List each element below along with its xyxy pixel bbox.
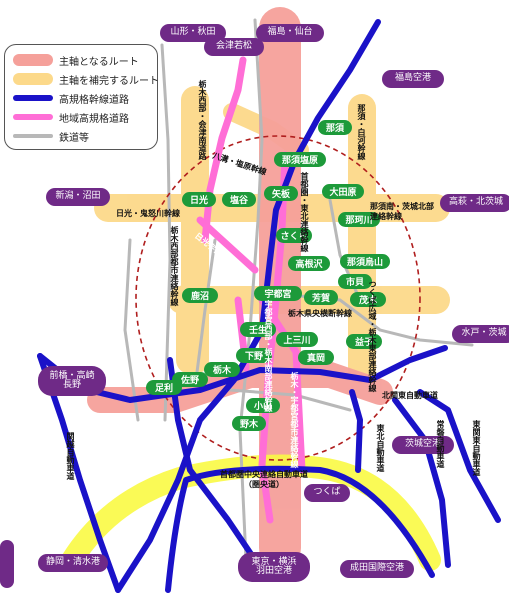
destination-fukushima-airport: 福島空港 bbox=[382, 70, 444, 88]
destination-aizu-wakamatsu: 会津若松 bbox=[204, 38, 264, 56]
road-label-tohoku-expwy: 東北自動車道 bbox=[376, 424, 385, 472]
city-kaminokawa: 上三川 bbox=[276, 332, 318, 347]
city-nakagawa: 那珂川 bbox=[338, 212, 380, 227]
railway-tohoku-line bbox=[238, 18, 264, 562]
city-takanezawa: 高根沢 bbox=[288, 256, 330, 271]
city-otawara: 大田原 bbox=[322, 184, 364, 199]
legend-swatch-main bbox=[13, 54, 53, 66]
legend-swatch-regional bbox=[13, 114, 53, 120]
destination-niigata-numata: 新潟・沼田 bbox=[46, 188, 110, 206]
legend-row-railway: 鉄道等 bbox=[13, 127, 89, 145]
legend-label-supplement: 主軸を補完するルート bbox=[59, 75, 159, 87]
road-label-shuto-tohoku: 首都圏・東北連絡幹線 bbox=[300, 172, 309, 252]
regional-road-utsunomiya-south bbox=[258, 296, 306, 474]
legend-swatch-railway bbox=[13, 134, 53, 138]
city-haga: 芳賀 bbox=[304, 290, 338, 305]
destination-tokyo-yokohama-haneda: 東京・横浜 羽田空港 bbox=[238, 552, 310, 582]
higashi-kanto-expressway bbox=[417, 389, 501, 523]
city-nikko: 日光 bbox=[182, 192, 216, 207]
tohoku-link-road bbox=[349, 389, 363, 473]
map-legend: 主軸となるルート 主軸を補完するルート 高規格幹線道路 地域高規格道路 鉄道等 bbox=[4, 44, 159, 150]
legend-label-regional: 地域高規格道路 bbox=[59, 113, 129, 125]
road-label-nasu-shirakawa: 那須・白河幹線 bbox=[357, 104, 366, 160]
road-label-higashi-kanto-expwy: 東関東自動車道 bbox=[472, 420, 481, 476]
legend-row-main: 主軸となるルート bbox=[13, 51, 139, 69]
destination-mito-ibaraki: 水戸・茨城 bbox=[452, 325, 509, 343]
city-mibu: 壬生 bbox=[240, 322, 276, 337]
legend-swatch-highway bbox=[13, 95, 53, 101]
road-label-ken-o-do: 首都圏中央連絡自動車道 （圏央道） bbox=[220, 470, 308, 490]
railway-ryomo-west bbox=[123, 238, 140, 422]
road-label-kanetsu-expwy: 関越自動車道 bbox=[66, 432, 75, 480]
city-yaita: 矢板 bbox=[264, 186, 298, 201]
city-shimotsuke: 下野 bbox=[236, 348, 272, 363]
road-label-utsunomiya-nishi: 宇都宮西部・栃木南部連絡幹線 bbox=[264, 300, 273, 412]
road-label-joban-expwy: 常磐自動車道 bbox=[436, 420, 445, 468]
city-shioya: 塩谷 bbox=[222, 192, 256, 207]
destination-yamagata-akita: 山形・秋田 bbox=[160, 24, 226, 42]
destination-tsukuba: つくば bbox=[304, 484, 350, 502]
city-utsunomiya: 宇都宮 bbox=[254, 286, 302, 301]
destination-ibaraki-airport: 茨城空港 bbox=[392, 436, 454, 454]
legend-row-supplement: 主軸を補完するルート bbox=[13, 70, 159, 88]
destination-maebashi-takasaki-nagano: 前橋・高崎 長野 bbox=[38, 366, 106, 396]
railway-tobu-kinugawa bbox=[160, 43, 172, 422]
city-mashiko: 益子 bbox=[346, 334, 382, 349]
legend-label-highway: 高規格幹線道路 bbox=[59, 94, 129, 106]
legend-label-railway: 鉄道等 bbox=[59, 132, 89, 144]
city-moka: 真岡 bbox=[298, 350, 334, 365]
road-label-shuto-utsunomiya: 栃木・宇都宮都市連絡幹線 bbox=[290, 372, 299, 468]
road-label-toto-aizu: 栃木西部・会津南道路 bbox=[198, 80, 207, 160]
edge-tab bbox=[0, 540, 14, 588]
road-label-nasuminami-ibaraki: 那須南・茨城北部 連絡幹線 bbox=[370, 202, 434, 221]
ken-o-do-expressway bbox=[165, 465, 435, 593]
destination-narita-airport: 成田国際空港 bbox=[340, 560, 414, 578]
city-nasushiobara: 那須塩原 bbox=[274, 152, 326, 167]
city-motegi: 茂木 bbox=[350, 292, 386, 307]
city-kanuma: 鹿沼 bbox=[182, 288, 218, 303]
regional-road-nikko-utsunomiya bbox=[196, 216, 259, 274]
city-tochigi: 栃木 bbox=[204, 362, 240, 377]
railway-nikko-line bbox=[194, 238, 217, 382]
road-label-nikko-kinugawa: 日光・鬼怒川幹線 bbox=[116, 209, 180, 218]
joban-expressway bbox=[392, 397, 451, 568]
legend-row-regional: 地域高規格道路 bbox=[13, 108, 129, 126]
city-ashikaga: 足利 bbox=[146, 380, 182, 395]
road-label-kitakanto-expwy: 北関東自動車道 bbox=[382, 391, 438, 400]
regional-road-shuto-tohoku bbox=[258, 151, 289, 524]
legend-label-main: 主軸となるルート bbox=[59, 56, 139, 68]
road-label-tochigi-seibu: 栃木西部都市連絡幹線 bbox=[170, 226, 179, 306]
tochigi-boundary bbox=[135, 135, 421, 461]
destination-shizuoka-shimizu: 静岡・清水港 bbox=[38, 554, 108, 572]
city-nogi: 野木 bbox=[232, 416, 266, 431]
legend-swatch-supplement bbox=[13, 73, 53, 85]
road-label-tochigi-ouke: 栃木県央横断幹線 bbox=[288, 309, 352, 318]
city-ichikai: 市貝 bbox=[338, 274, 372, 289]
city-nasukarasuyama: 那須烏山 bbox=[340, 254, 390, 269]
tohoku-expressway-south bbox=[167, 357, 258, 563]
legend-row-highway: 高規格幹線道路 bbox=[13, 89, 129, 107]
city-sakura: さくら bbox=[276, 228, 312, 243]
road-label-tsukuba-tohoku: つくば広域・栃木東部連絡幹線 bbox=[368, 280, 377, 392]
city-nasu: 那須 bbox=[318, 120, 352, 135]
city-oyama: 小山 bbox=[246, 398, 280, 413]
destination-takahagi-hokusui: 高萩・北茨城 bbox=[440, 194, 509, 212]
destination-fukushima-sendai: 福島・仙台 bbox=[256, 24, 324, 42]
